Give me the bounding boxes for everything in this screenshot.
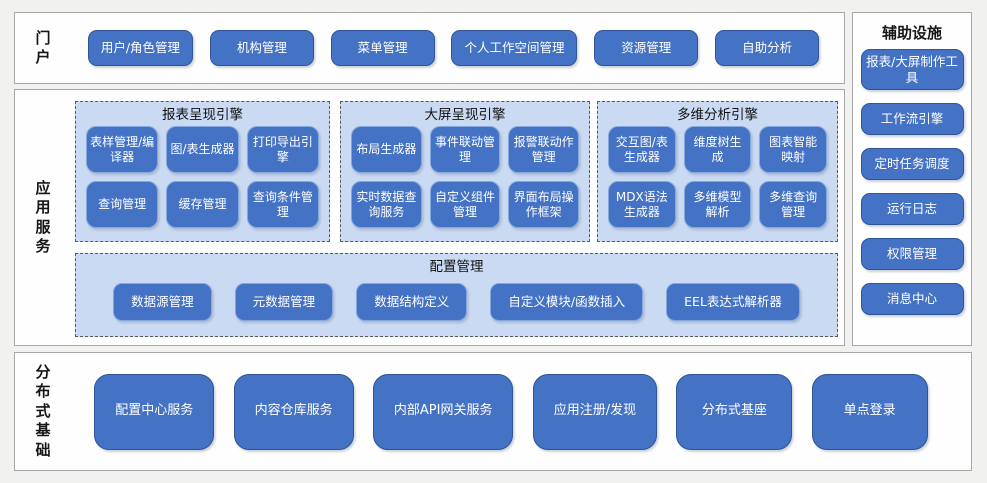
config-mgmt-title: 配置管理 xyxy=(429,259,484,275)
base-block-app-registry: 应用注册/发现 xyxy=(532,373,658,450)
engine-block: 实时数据查询服务 xyxy=(351,181,422,228)
report-render-engine-grid: 表样管理/编译器 图/表生成器 打印导出引擎 查询管理 缓存管理 查询条件管理 xyxy=(76,124,329,236)
config-block-data-structure: 数据结构定义 xyxy=(356,283,468,321)
engine-block: 图表智能映射 xyxy=(759,126,827,173)
base-block-sso: 单点登录 xyxy=(811,373,928,450)
config-block-custom-module: 自定义模块/函数插入 xyxy=(490,283,644,321)
engine-block: 交互图/表生成器 xyxy=(608,126,676,173)
engine-block: 多维查询管理 xyxy=(759,181,827,228)
app-services-section-label: 应用服务 xyxy=(35,178,51,256)
olap-engine-grid: 交互图/表生成器 维度树生成 图表智能映射 MDX语法生成器 多维模型解析 多维… xyxy=(598,124,837,236)
engine-block: 布局生成器 xyxy=(351,126,422,173)
portal-block-org-mgmt: 机构管理 xyxy=(209,30,314,66)
bigscreen-render-engine-grid: 布局生成器 事件联动管理 报警联动作管理 实时数据查询服务 自定义组件管理 界面… xyxy=(341,124,589,236)
auxiliary-facilities-title: 辅助设施 xyxy=(881,24,942,42)
portal-block-resource-mgmt: 资源管理 xyxy=(594,30,699,66)
engine-block: 打印导出引擎 xyxy=(246,126,319,173)
portal-block-workspace-mgmt: 个人工作空间管理 xyxy=(451,30,578,66)
portal-section-label: 门户 xyxy=(35,28,51,67)
engine-block: 报警联动作管理 xyxy=(508,126,579,173)
base-block-content-repo: 内容仓库服务 xyxy=(233,373,354,450)
engine-block: 查询条件管理 xyxy=(246,181,319,228)
distributed-label-wrap: 分布式基础 xyxy=(15,363,71,461)
portal-block-menu-mgmt: 菜单管理 xyxy=(330,30,435,66)
olap-engine-group: 多维分析引擎 交互图/表生成器 维度树生成 图表智能映射 MDX语法生成器 多维… xyxy=(597,101,838,242)
engine-block: 查询管理 xyxy=(86,181,159,228)
auxiliary-blocks-column: 报表/大屏制作工具 工作流引擎 定时任务调度 运行日志 权限管理 消息中心 xyxy=(853,49,971,316)
auxiliary-facilities-section: 辅助设施 报表/大屏制作工具 工作流引擎 定时任务调度 运行日志 权限管理 消息… xyxy=(852,12,972,346)
olap-engine-title: 多维分析引擎 xyxy=(677,107,758,123)
aux-block-permission-mgmt: 权限管理 xyxy=(860,238,964,271)
portal-section: 门户 用户/角色管理 机构管理 菜单管理 个人工作空间管理 资源管理 自助分析 xyxy=(14,12,845,84)
aux-block-scheduler: 定时任务调度 xyxy=(860,148,964,181)
engine-block: 事件联动管理 xyxy=(429,126,501,173)
base-block-api-gateway: 内部API网关服务 xyxy=(372,373,514,450)
config-mgmt-group: 配置管理 数据源管理 元数据管理 数据结构定义 自定义模块/函数插入 EEL表达… xyxy=(75,253,838,337)
engine-block: 维度树生成 xyxy=(683,126,752,173)
base-block-distributed-base: 分布式基座 xyxy=(676,373,793,450)
distributed-foundation-label: 分布式基础 xyxy=(35,362,51,459)
engine-block: 自定义组件管理 xyxy=(429,181,501,228)
report-render-engine-title: 报表呈现引擎 xyxy=(162,107,243,123)
portal-label-wrap: 门户 xyxy=(15,29,71,68)
aux-block-message-center: 消息中心 xyxy=(860,283,964,316)
portal-block-user-role-mgmt: 用户/角色管理 xyxy=(87,30,194,66)
engine-block: 图/表生成器 xyxy=(166,126,239,173)
distributed-blocks-row: 配置中心服务 内容仓库服务 内部API网关服务 应用注册/发现 分布式基座 单点… xyxy=(71,373,971,450)
portal-blocks-row: 用户/角色管理 机构管理 菜单管理 个人工作空间管理 资源管理 自助分析 xyxy=(71,30,844,66)
report-render-engine-group: 报表呈现引擎 表样管理/编译器 图/表生成器 打印导出引擎 查询管理 缓存管理 … xyxy=(75,101,330,242)
config-block-datasource-mgmt: 数据源管理 xyxy=(113,283,212,321)
config-block-eel-parser: EEL表达式解析器 xyxy=(666,283,800,321)
engine-block: MDX语法生成器 xyxy=(608,181,676,228)
config-block-metadata-mgmt: 元数据管理 xyxy=(234,283,334,321)
base-block-config-center: 配置中心服务 xyxy=(94,373,215,450)
engine-block: 表样管理/编译器 xyxy=(86,126,159,173)
aux-block-workflow-engine: 工作流引擎 xyxy=(860,103,964,136)
bigscreen-render-engine-title: 大屏呈现引擎 xyxy=(424,107,506,123)
aux-block-report-maker-tool: 报表/大屏制作工具 xyxy=(860,49,964,91)
aux-block-run-logs: 运行日志 xyxy=(860,193,964,226)
engine-block: 界面布局操作框架 xyxy=(508,181,579,228)
bigscreen-render-engine-group: 大屏呈现引擎 布局生成器 事件联动管理 报警联动作管理 实时数据查询服务 自定义… xyxy=(340,101,590,242)
distributed-foundation-section: 分布式基础 配置中心服务 内容仓库服务 内部API网关服务 应用注册/发现 分布… xyxy=(14,352,972,471)
app-services-section: 应用服务 报表呈现引擎 表样管理/编译器 图/表生成器 打印导出引擎 查询管理 … xyxy=(14,89,845,346)
config-mgmt-row: 数据源管理 元数据管理 数据结构定义 自定义模块/函数插入 EEL表达式解析器 xyxy=(76,276,837,336)
portal-block-self-service-analysis: 自助分析 xyxy=(715,30,820,66)
engine-block: 缓存管理 xyxy=(166,181,239,228)
engine-block: 多维模型解析 xyxy=(683,181,752,228)
